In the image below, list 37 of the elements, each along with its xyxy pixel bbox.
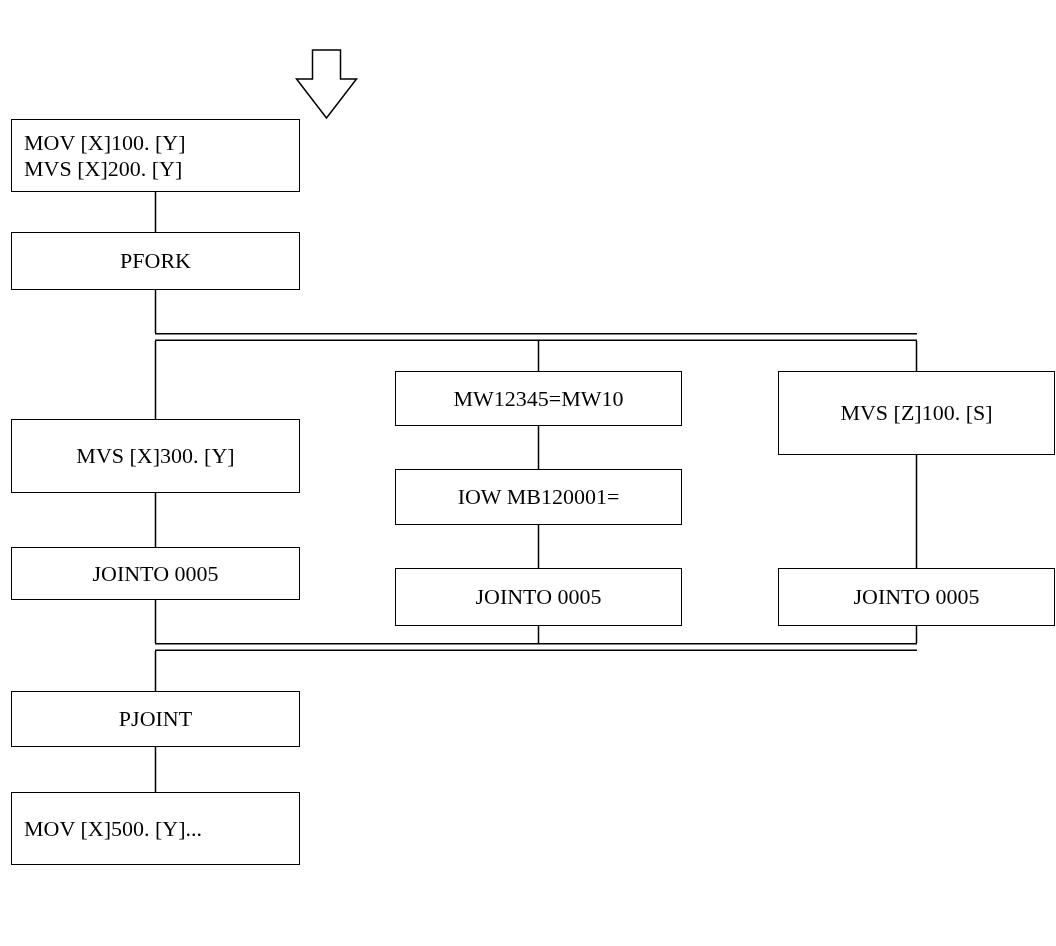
step-text: JOINTO 0005 bbox=[853, 584, 980, 610]
process-box bbox=[395, 469, 682, 525]
connector-line bbox=[915, 454, 918, 569]
connector-line bbox=[154, 599, 157, 644]
step-text: PFORK bbox=[120, 248, 191, 274]
connector-line bbox=[154, 340, 157, 420]
connector-line bbox=[537, 524, 540, 569]
process-box bbox=[11, 419, 300, 493]
block-arrow bbox=[294, 49, 359, 120]
connector-line bbox=[154, 191, 157, 233]
parallel-bar bbox=[155, 333, 917, 341]
connector-line bbox=[537, 425, 540, 470]
connector-line bbox=[154, 650, 157, 692]
step-text: JOINTO 0005 bbox=[475, 584, 602, 610]
process-box bbox=[11, 119, 300, 192]
process-box bbox=[11, 691, 300, 747]
step-text: MW12345=MW10 bbox=[453, 385, 624, 412]
step-text: MVS [Z]100. [S] bbox=[840, 400, 993, 426]
connector-line bbox=[915, 340, 918, 372]
connector-line bbox=[154, 289, 157, 334]
process-box bbox=[395, 568, 682, 626]
process-box bbox=[11, 547, 300, 600]
connector-line bbox=[537, 340, 540, 372]
step-text: PJOINT bbox=[118, 706, 193, 732]
process-box bbox=[778, 568, 1055, 626]
step-text: IOW MB120001= bbox=[457, 484, 620, 510]
parallel-bar bbox=[155, 643, 917, 651]
process-box bbox=[778, 371, 1055, 455]
step-text: JOINTO 0005 bbox=[92, 560, 219, 587]
step-text: MOV [X]500. [Y]... bbox=[24, 815, 203, 842]
step-text: MVS [X]300. [Y] bbox=[76, 443, 235, 469]
step-text: MOV [X]100. [Y] MVS [X]200. [Y] bbox=[24, 130, 187, 181]
connector-line bbox=[154, 492, 157, 548]
connector-line bbox=[154, 746, 157, 793]
process-box bbox=[11, 232, 300, 290]
process-box bbox=[11, 792, 300, 865]
process-box bbox=[395, 371, 682, 426]
